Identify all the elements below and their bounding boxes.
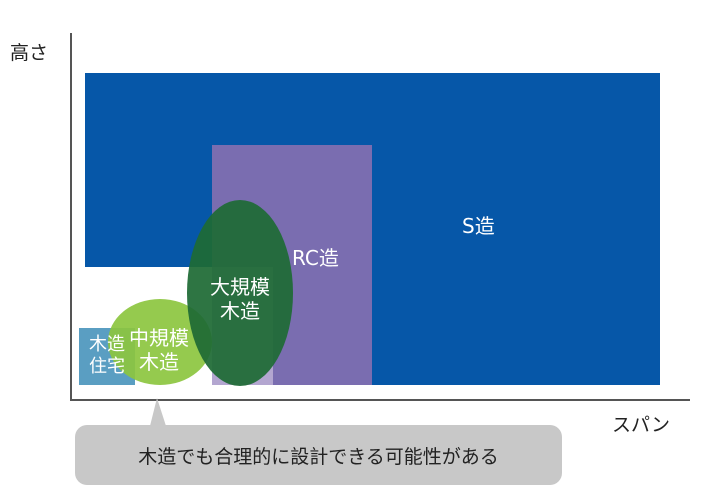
large-timber-label-line2: 木造 — [220, 299, 260, 323]
x-axis-label: スパン — [612, 414, 670, 436]
medium-timber-label-line1: 中規模 — [129, 326, 189, 350]
house-label-line2: 住宅 — [89, 356, 125, 377]
medium-timber-label-line2: 木造 — [139, 350, 179, 374]
large-timber-region — [187, 200, 293, 386]
house-label: 木造 住宅 — [80, 334, 134, 378]
medium-timber-label: 中規模 木造 — [119, 326, 199, 374]
large-timber-label-line1: 大規模 — [210, 275, 270, 299]
y-axis-label: 高さ — [10, 42, 49, 64]
medium-timber-region — [108, 299, 212, 385]
callout-pointer — [150, 398, 166, 426]
large-timber-label: 大規模 木造 — [200, 275, 280, 323]
rc-label: RC造 — [292, 246, 339, 270]
steel-label: S造 — [462, 214, 495, 238]
callout-text: 木造でも合理的に設計できる可能性がある — [138, 445, 499, 468]
house-label-line1: 木造 — [89, 334, 125, 355]
callout-box: 木造でも合理的に設計できる可能性がある — [75, 425, 562, 485]
